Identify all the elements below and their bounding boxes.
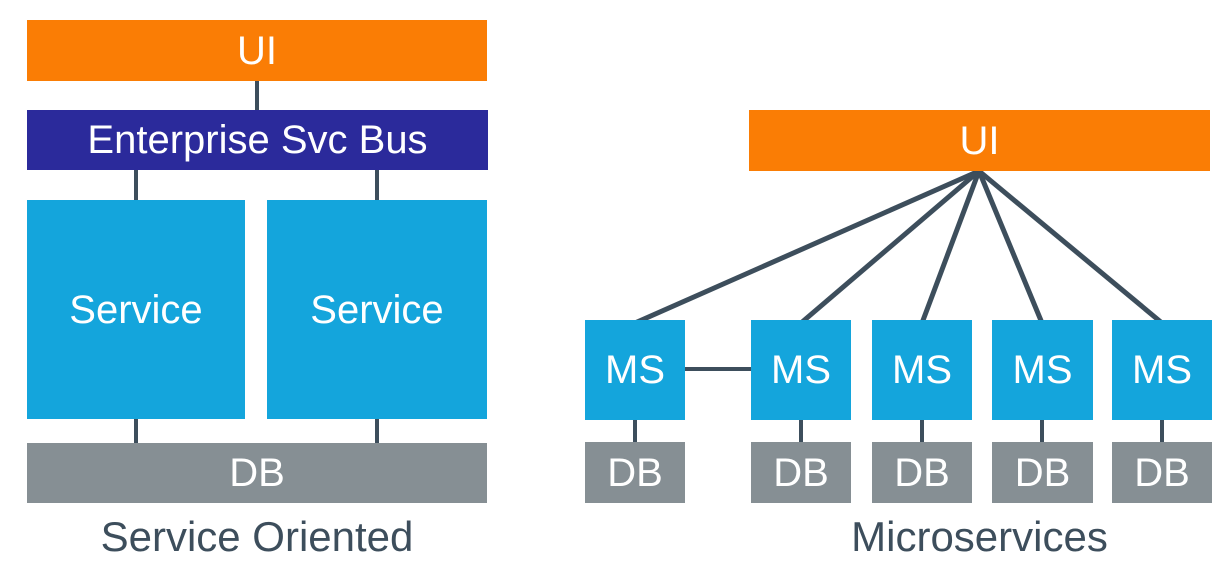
microservice-box-1: MS (585, 320, 685, 420)
connector-line (919, 170, 982, 324)
microservice-db-box-2: DB (751, 442, 851, 503)
soa-esb-box: Enterprise Svc Bus (27, 110, 488, 170)
microservices-caption: Microservices (851, 513, 1108, 560)
connector-line (633, 168, 981, 326)
microservice-box-5: MS (1112, 320, 1212, 420)
soa-ui-box: UI (27, 20, 487, 81)
connector-line (976, 170, 1045, 324)
connector-line (799, 169, 981, 325)
microservice-box-4: MS (992, 320, 1093, 420)
connector-line (977, 169, 1164, 325)
soa-service-box-1: Service (27, 200, 245, 419)
soa-caption: Service Oriented (100, 513, 414, 560)
soa-db-box: DB (27, 443, 487, 503)
microservice-box-3: MS (872, 320, 972, 420)
microservice-db-box-3: DB (872, 442, 972, 503)
microservice-db-box-5: DB (1112, 442, 1212, 503)
microservice-db-box-4: DB (992, 442, 1093, 503)
soa-service-box-2: Service (267, 200, 487, 419)
microservice-box-2: MS (751, 320, 851, 420)
microservices-ui-box: UI (749, 110, 1210, 171)
microservice-db-box-1: DB (585, 442, 685, 503)
